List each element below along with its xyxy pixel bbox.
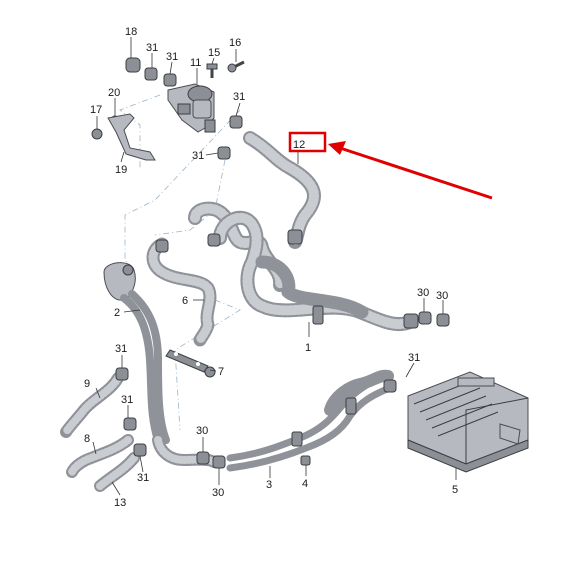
callout-31: 31 xyxy=(146,42,158,54)
callout-3: 3 xyxy=(266,479,272,491)
part-16-bolt xyxy=(227,60,245,73)
part-18-plug xyxy=(125,57,141,73)
highlight-arrow-head xyxy=(328,141,346,155)
callout-7: 7 xyxy=(218,366,224,378)
leader-lines xyxy=(92,37,457,496)
part-6-hose xyxy=(146,237,217,347)
callout-31: 31 xyxy=(115,343,127,355)
part-2-pipe xyxy=(103,262,170,444)
callout-16: 16 xyxy=(229,37,241,49)
callout-2: 2 xyxy=(114,307,120,319)
callout-15: 15 xyxy=(208,47,220,59)
part-31-clamp-group-left xyxy=(115,367,147,457)
part-1-hose-assembly xyxy=(188,201,419,332)
part-12-hose xyxy=(243,131,321,249)
callout-8: 8 xyxy=(84,433,90,445)
part-15-screw xyxy=(206,63,218,78)
callout-11: 11 xyxy=(190,57,201,69)
callout-18: 18 xyxy=(125,26,137,38)
part-3-pipe xyxy=(226,369,394,472)
part-31-clamp-group-top xyxy=(144,67,243,160)
callout-30: 30 xyxy=(417,287,429,299)
highlight-arrow-line xyxy=(339,146,493,200)
part-11-valve xyxy=(167,83,216,133)
callout-30: 30 xyxy=(196,425,208,437)
callout-4: 4 xyxy=(302,478,308,490)
part-19-bracket xyxy=(107,113,156,161)
part-5-cooler xyxy=(407,371,529,473)
part-4-clip xyxy=(300,455,311,466)
callout-31: 31 xyxy=(233,91,245,103)
part-8-hose xyxy=(66,434,134,478)
callout-19: 19 xyxy=(115,164,127,176)
part-30-clamp-group-right xyxy=(418,311,450,327)
callout-1: 1 xyxy=(305,342,311,354)
callout-12: 12 xyxy=(293,139,305,151)
highlight-annotation xyxy=(288,131,493,200)
callout-20: 20 xyxy=(108,87,120,99)
callout-6: 6 xyxy=(182,295,188,307)
part-7-gasket xyxy=(165,349,216,378)
part-13-hose xyxy=(94,452,140,492)
reference-lines xyxy=(119,94,241,431)
callout-31: 31 xyxy=(166,51,178,63)
callout-31: 31 xyxy=(121,394,133,406)
callout-31: 31 xyxy=(408,352,420,364)
callout-13: 13 xyxy=(114,497,126,509)
callout-9: 9 xyxy=(84,378,90,390)
part-30-clamp-group-bottom xyxy=(196,451,226,469)
callout-31: 31 xyxy=(137,472,149,484)
callout-30: 30 xyxy=(212,487,224,499)
callout-30: 30 xyxy=(436,290,448,302)
part-17-nut xyxy=(91,128,103,140)
part-31-clamp-right xyxy=(383,379,397,393)
callout-labels: 18 31 31 15 16 11 31 31 17 20 19 12 6 2 … xyxy=(84,26,458,509)
callout-17: 17 xyxy=(90,104,102,116)
highlight-box xyxy=(288,131,327,153)
part-9-hose xyxy=(60,372,124,438)
callout-5: 5 xyxy=(452,484,458,496)
callout-31: 31 xyxy=(192,150,204,162)
